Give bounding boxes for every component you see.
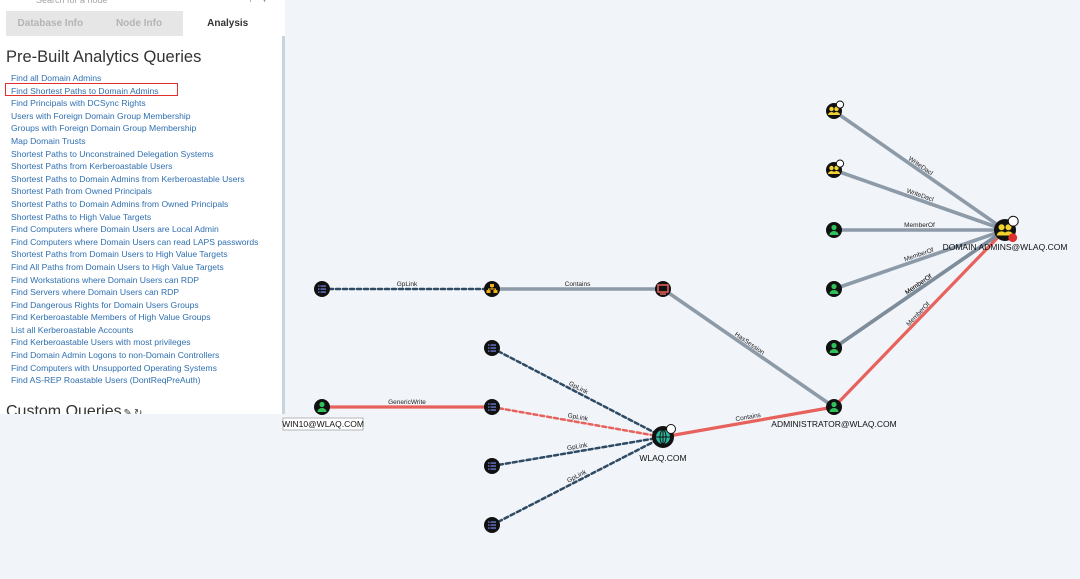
node-label: ADMINISTRATOR@WLAQ.COM bbox=[771, 419, 896, 429]
prebuilt-queries-title: Pre-Built Analytics Queries bbox=[6, 48, 202, 66]
filter-icon[interactable]: ▿ bbox=[262, 0, 267, 5]
edge-label: MemberOf bbox=[905, 301, 931, 328]
query-item[interactable]: Find Principals with DCSync Rights bbox=[11, 98, 146, 109]
node-domain[interactable]: WLAQ.COM bbox=[639, 424, 687, 464]
node-user[interactable] bbox=[826, 281, 842, 297]
edge-gplink[interactable] bbox=[490, 435, 665, 527]
node-user[interactable]: ADMINISTRATOR@WLAQ.COM bbox=[771, 399, 897, 429]
edit-icon[interactable]: ✎ bbox=[123, 408, 132, 414]
query-item[interactable]: Find AS-REP Roastable Users (DontReqPreA… bbox=[11, 375, 201, 386]
query-item[interactable]: Find Computers where Domain Users are Lo… bbox=[11, 224, 219, 235]
edge-memberof[interactable] bbox=[832, 228, 1007, 409]
query-item[interactable]: Shortest Paths from Domain Users to High… bbox=[11, 249, 228, 260]
menu-icon[interactable] bbox=[13, 0, 22, 4]
edge-memberof[interactable] bbox=[832, 228, 1007, 350]
query-item[interactable]: Shortest Paths to Unconstrained Delegati… bbox=[11, 148, 214, 159]
node-gpo[interactable] bbox=[484, 517, 500, 533]
query-item[interactable]: Find Kerberoastable Members of High Valu… bbox=[11, 312, 211, 323]
query-item[interactable]: Shortest Path from Owned Principals bbox=[11, 186, 152, 197]
panel-tabs: Database Info Node Info Analysis bbox=[6, 11, 273, 36]
nodes-layer: WIN10@WLAQ.COM WLAQ.COM ADMINISTRATOR@WLAQ… bbox=[282, 100, 1068, 533]
node-computer[interactable] bbox=[655, 281, 671, 297]
query-item[interactable]: Find Dangerous Rights for Domain Users G… bbox=[11, 299, 199, 310]
edge-gplink[interactable] bbox=[490, 346, 665, 439]
search-bar: ⚑ ▿ bbox=[0, 0, 285, 8]
node-group[interactable] bbox=[826, 100, 845, 119]
query-item[interactable]: Find Servers where Domain Users can RDP bbox=[11, 287, 180, 298]
node-label: WLAQ.COM bbox=[639, 453, 686, 463]
node-gpo[interactable] bbox=[484, 399, 500, 415]
edge-label: HasSession bbox=[733, 331, 766, 357]
node-ou[interactable] bbox=[484, 281, 500, 297]
query-item[interactable]: Shortest Paths to Domain Admins from Ker… bbox=[11, 173, 245, 184]
edge-label: GpLink bbox=[567, 442, 589, 452]
node-user[interactable] bbox=[826, 222, 842, 238]
tab-node-info[interactable]: Node Info bbox=[94, 11, 184, 36]
edge-writedacl[interactable] bbox=[832, 168, 1007, 232]
query-item[interactable]: Shortest Paths from Kerberoastable Users bbox=[11, 161, 173, 172]
edge-hassession[interactable] bbox=[661, 287, 836, 409]
edge-label: MemberOf bbox=[904, 273, 933, 296]
edge-writedacl[interactable] bbox=[832, 109, 1007, 232]
node-label-box bbox=[282, 417, 364, 431]
edge-label: GpLink bbox=[397, 281, 418, 288]
panel-scrollbar[interactable] bbox=[282, 36, 285, 414]
node-gpo[interactable] bbox=[484, 458, 500, 474]
query-item[interactable]: Find all Domain Admins bbox=[11, 73, 102, 83]
edge-label: GenericWrite bbox=[388, 399, 426, 406]
side-panel: ⚑ ▿ Database Info Node Info Analysis Pre… bbox=[0, 0, 285, 414]
search-input[interactable] bbox=[36, 0, 216, 6]
query-item[interactable]: Shortest Paths to Domain Admins from Own… bbox=[11, 198, 229, 209]
node-group[interactable]: DOMAIN ADMINS@WLAQ.COM bbox=[943, 215, 1068, 252]
edge-label: Contains bbox=[735, 412, 762, 423]
node-user[interactable] bbox=[826, 340, 842, 356]
node-gpo[interactable] bbox=[314, 281, 330, 297]
node-gpo[interactable] bbox=[484, 340, 500, 356]
edge-label: Contains bbox=[565, 281, 591, 288]
query-list: Find all Domain Admins Find Shortest Pat… bbox=[11, 72, 258, 387]
edge-gplink[interactable] bbox=[490, 435, 665, 468]
edge-label: GpLink bbox=[567, 412, 589, 423]
selected-query-highlight bbox=[5, 83, 178, 96]
node-group[interactable] bbox=[826, 159, 845, 178]
query-item[interactable]: Find All Paths from Domain Users to High… bbox=[11, 261, 224, 272]
custom-queries-title: Custom Queries✎↻ bbox=[6, 403, 142, 414]
query-item[interactable]: Find Kerberoastable Users with most priv… bbox=[11, 337, 191, 348]
query-item[interactable]: Find Workstations where Domain Users can… bbox=[11, 274, 200, 285]
query-item[interactable]: Users with Foreign Domain Group Membersh… bbox=[11, 110, 191, 121]
query-item[interactable]: Find Domain Admin Logons to non-Domain C… bbox=[11, 350, 220, 361]
query-item[interactable]: Find Computers where Domain Users can re… bbox=[11, 236, 259, 247]
node-user[interactable]: WIN10@WLAQ.COM bbox=[282, 399, 364, 431]
query-item[interactable]: Find Computers with Unsupported Operatin… bbox=[11, 362, 217, 373]
refresh-icon[interactable]: ↻ bbox=[133, 408, 143, 414]
query-item[interactable]: Map Domain Trusts bbox=[11, 135, 86, 146]
node-label: DOMAIN ADMINS@WLAQ.COM bbox=[943, 242, 1068, 252]
edge-label: MemberOf bbox=[904, 222, 935, 229]
edge-memberof[interactable] bbox=[832, 228, 1007, 291]
query-item[interactable]: Shortest Paths to High Value Targets bbox=[11, 211, 152, 222]
tab-database-info[interactable]: Database Info bbox=[6, 11, 95, 36]
query-item-selected[interactable]: Find Shortest Paths to Domain Admins bbox=[11, 85, 159, 96]
query-item[interactable]: List all Kerberoastable Accounts bbox=[11, 324, 134, 335]
custom-queries-label: Custom Queries bbox=[6, 403, 122, 414]
node-label: WIN10@WLAQ.COM bbox=[282, 419, 364, 429]
query-item[interactable]: Groups with Foreign Domain Group Members… bbox=[11, 123, 197, 134]
edge-contains[interactable] bbox=[661, 405, 836, 439]
edge-gplink[interactable] bbox=[490, 405, 665, 439]
tab-analysis[interactable]: Analysis bbox=[183, 11, 273, 36]
pathfinding-icon[interactable]: ⚑ bbox=[248, 0, 257, 5]
